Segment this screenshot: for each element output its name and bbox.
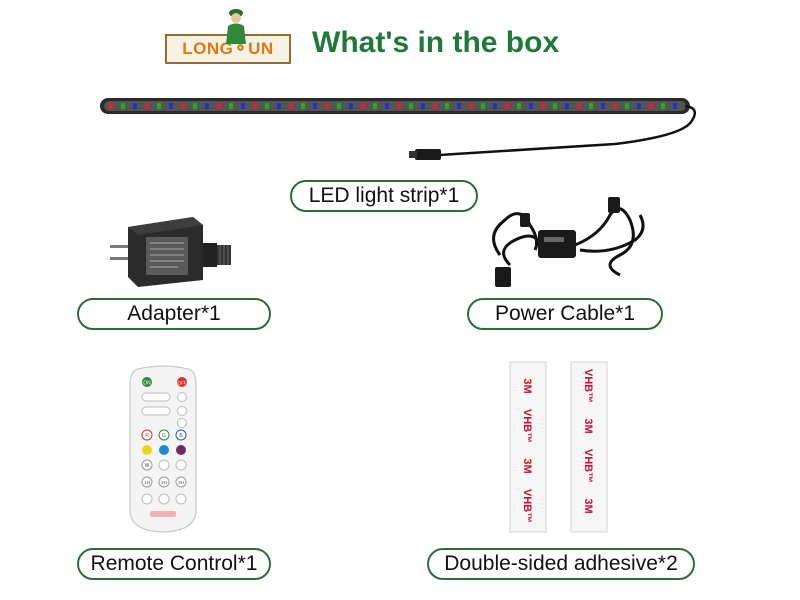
logo-text: LONG⚬UN — [182, 39, 274, 58]
led-chip — [313, 103, 317, 109]
svg-text:G: G — [162, 433, 166, 439]
led-chip — [529, 103, 533, 109]
power-cable-label: Power Cable*1 — [467, 298, 663, 330]
led-chip — [325, 103, 329, 109]
led-chip — [241, 103, 245, 109]
led-chip — [253, 103, 257, 109]
svg-text:1H: 1H — [144, 480, 150, 485]
svg-text:VHB™: VHB™ — [521, 409, 533, 443]
led-chip — [169, 103, 173, 109]
svg-text:W: W — [145, 463, 150, 469]
svg-text:3H: 3H — [178, 480, 184, 485]
led-chip — [481, 103, 485, 109]
led-chip — [493, 103, 497, 109]
led-chip — [145, 103, 149, 109]
remote-control-label: Remote Control*1 — [77, 548, 271, 580]
led-chip — [433, 103, 437, 109]
adapter-label: Adapter*1 — [77, 298, 271, 330]
led-chip — [277, 103, 281, 109]
svg-text:VHB™: VHB™ — [582, 369, 594, 403]
adhesive-label: Double-sided adhesive*2 — [427, 548, 695, 580]
led-chip — [673, 103, 677, 109]
led-chip — [121, 103, 125, 109]
led-chip — [613, 103, 617, 109]
led-chip — [385, 103, 389, 109]
remote-off-button-text: OFF — [178, 381, 187, 386]
led-chip — [301, 103, 305, 109]
remote-on-button-text: ON — [143, 381, 151, 387]
led-chip — [589, 103, 593, 109]
led-chip — [157, 103, 161, 109]
led-chip — [517, 103, 521, 109]
svg-text:3M: 3M — [582, 498, 594, 513]
led-chip — [337, 103, 341, 109]
led-chip — [181, 103, 185, 109]
led-chip — [505, 103, 509, 109]
led-strip-label: LED light strip*1 — [290, 180, 478, 212]
led-chip — [577, 103, 581, 109]
led-chip — [565, 103, 569, 109]
led-chip — [193, 103, 197, 109]
led-chip — [601, 103, 605, 109]
led-chip — [409, 103, 413, 109]
adapter-image — [110, 217, 231, 287]
led-chip — [637, 103, 641, 109]
led-chip — [133, 103, 137, 109]
led-chip — [457, 103, 461, 109]
led-chip — [229, 103, 233, 109]
led-chip — [217, 103, 221, 109]
led-chip — [541, 103, 545, 109]
page-title: What's in the box — [312, 26, 560, 59]
led-chip — [445, 103, 449, 109]
svg-text:3M: 3M — [521, 378, 533, 393]
led-chip — [397, 103, 401, 109]
led-chip — [373, 103, 377, 109]
svg-text:R: R — [145, 433, 149, 439]
led-chip — [661, 103, 665, 109]
led-chip — [289, 103, 293, 109]
svg-text:3M: 3M — [521, 458, 533, 473]
svg-text:VHB™: VHB™ — [521, 489, 533, 523]
led-strip-image — [100, 98, 697, 160]
led-chip — [469, 103, 473, 109]
svg-text:2H: 2H — [161, 480, 167, 485]
led-chip — [349, 103, 353, 109]
logo-mascot-icon — [226, 9, 246, 44]
led-chip — [649, 103, 653, 109]
led-chip — [265, 103, 269, 109]
led-chip — [553, 103, 557, 109]
svg-text:B: B — [179, 433, 183, 439]
power-cable-image — [492, 197, 645, 287]
adhesive-strips-image: 3M VHB™ 3M VHB™ VHB™ 3M VHB™ 3M — [509, 361, 608, 533]
led-chip — [421, 103, 425, 109]
svg-text:VHB™: VHB™ — [582, 449, 594, 483]
svg-text:3M: 3M — [582, 418, 594, 433]
led-chip — [625, 103, 629, 109]
remote-control-image: ON OFF R G B W 1H 2H 3H — [129, 365, 197, 533]
led-chip — [205, 103, 209, 109]
led-chip — [361, 103, 365, 109]
led-chip — [109, 103, 113, 109]
